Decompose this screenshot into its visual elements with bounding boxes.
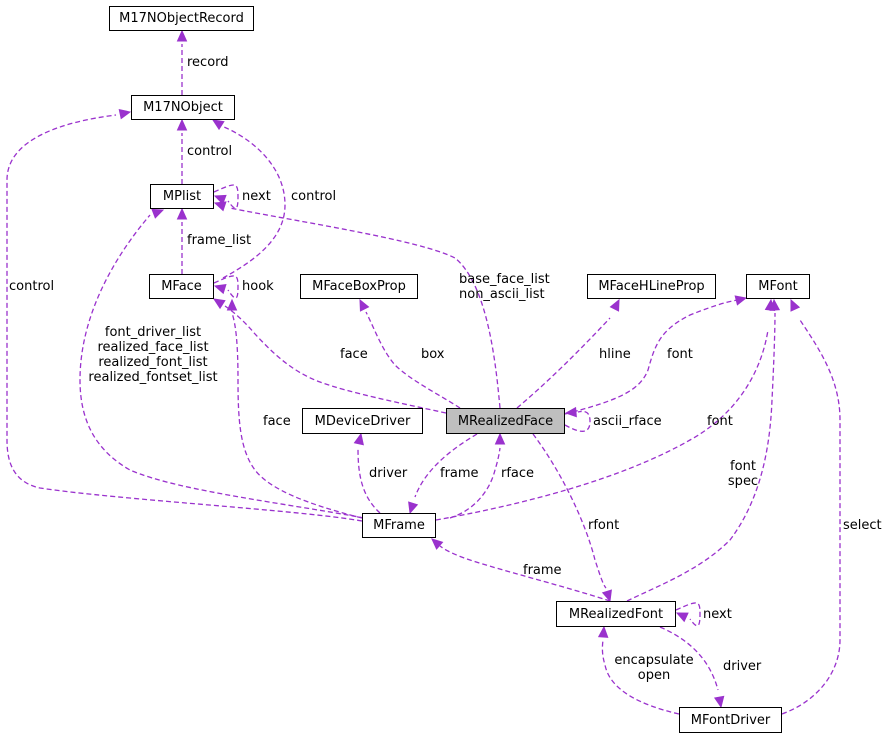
edge-label-face-frame: face (263, 414, 291, 429)
edge-label-base-face-list: base_face_list non_ascii_list (459, 272, 550, 302)
edge-driver-fontdriver-arrowhead (713, 695, 725, 709)
edge-select (781, 319, 841, 715)
edge-frame-font (439, 545, 611, 602)
node-mfontdriver[interactable]: MFontDriver (679, 707, 782, 733)
edge-label-frame-font: frame (523, 563, 562, 578)
edge-label-next-plist: next (242, 189, 271, 204)
edge-label-frame-list: frame_list (187, 233, 252, 248)
edge-next-plist (213, 184, 239, 209)
edge-font-frame (435, 329, 769, 521)
edge-label-face-realized: face (340, 347, 368, 362)
edge-label-control-mface: control (291, 189, 337, 204)
edge-driver-fontdriver (659, 626, 719, 691)
node-mface[interactable]: MFace (149, 274, 214, 299)
edge-base-face-list (229, 207, 501, 409)
edge-frame-face (414, 433, 478, 498)
edge-rfont-arrowhead (601, 589, 612, 603)
edge-control-mframe-arrowhead (118, 109, 132, 120)
edge-control-mface-arrowhead (211, 119, 225, 131)
edge-box (365, 311, 461, 409)
edge-label-font-realized: font (667, 347, 693, 362)
edge-hline-arrowhead (609, 298, 620, 312)
edge-font-spec (626, 312, 776, 602)
edge-ascii-rface-arrowhead (564, 406, 577, 418)
edge-label-record: record (187, 55, 229, 70)
node-mrealizedface[interactable]: MRealizedFace (446, 408, 565, 434)
edge-face-realized (224, 305, 447, 414)
edge-face-realized-arrowhead (212, 298, 226, 310)
edge-next-font (675, 602, 701, 627)
node-mframe[interactable]: MFrame (362, 513, 436, 538)
edge-frame-lists-arrowhead (151, 208, 165, 219)
edge-box-arrowhead (359, 298, 370, 312)
edge-hook-arrowhead (213, 284, 227, 295)
edge-rface (449, 447, 501, 519)
edge-label-rface: rface (501, 466, 535, 481)
edge-face-frame-arrowhead (226, 298, 238, 311)
node-mdevicedriver[interactable]: MDeviceDriver (302, 408, 423, 434)
edge-label-font-spec: font spec (727, 459, 759, 489)
edge-hook (213, 275, 239, 299)
node-mrealizedfont[interactable]: MRealizedFont (556, 601, 676, 627)
edge-label-frame-face: frame (440, 466, 479, 481)
edge-frame-face-arrowhead (408, 501, 419, 515)
node-mfaceboxprop[interactable]: MFaceBoxProp (300, 274, 418, 299)
edge-next-font-arrowhead (675, 612, 689, 623)
edge-base-face-list-arrowhead (213, 201, 227, 212)
edge-label-ascii-rface: ascii_rface (593, 414, 662, 429)
edge-label-rfont: rfont (588, 518, 620, 533)
node-mfont[interactable]: MFont (746, 274, 810, 299)
edge-label-font-frame: font (707, 414, 733, 429)
edge-driver-frame-arrowhead (353, 432, 364, 446)
edge-frame-font-arrowhead (431, 538, 444, 550)
edge-face-frame (231, 312, 363, 519)
edge-label-hline: hline (599, 347, 631, 362)
edge-control-mface (222, 126, 286, 279)
node-mplist[interactable]: MPlist (150, 184, 214, 209)
edge-label-box: box (421, 347, 445, 362)
edge-control-mframe (6, 114, 363, 522)
edge-label-driver-fontdriver: driver (723, 659, 762, 674)
edge-select-arrowhead (790, 298, 801, 312)
edge-label-control-mplist: control (187, 144, 233, 159)
edge-rface-arrowhead (494, 432, 506, 445)
edge-label-driver-frame: driver (369, 466, 408, 481)
edge-label-next-font: next (703, 607, 732, 622)
edge-encapsulate-open-arrowhead (597, 625, 609, 638)
node-m17nobjectrecord[interactable]: M17NObjectRecord (109, 6, 254, 31)
edge-ascii-rface (564, 410, 591, 432)
node-m17nobject[interactable]: M17NObject (131, 95, 235, 120)
edge-label-frame-lists: font_driver_list realized_face_list real… (88, 325, 218, 385)
edge-label-encapsulate-open: encapsulate open (614, 653, 694, 683)
edge-label-select: select (843, 518, 882, 533)
edge-rfont (532, 433, 607, 589)
edge-hline (516, 317, 611, 409)
edge-font-spec-arrowhead (769, 298, 781, 311)
edge-frame-lists (79, 214, 381, 522)
edge-font-realized-arrowhead (734, 295, 748, 306)
edge-record-arrowhead (176, 29, 188, 42)
edge-driver-frame (357, 447, 381, 514)
edge-control-mplist-arrowhead (176, 118, 188, 131)
node-mfacehlineprop[interactable]: MFaceHLineProp (587, 274, 716, 299)
edge-label-control-mframe: control (9, 279, 55, 294)
edge-frame-list-arrowhead (176, 207, 188, 220)
edge-label-hook: hook (242, 279, 274, 294)
edge-font-realized (564, 299, 739, 415)
